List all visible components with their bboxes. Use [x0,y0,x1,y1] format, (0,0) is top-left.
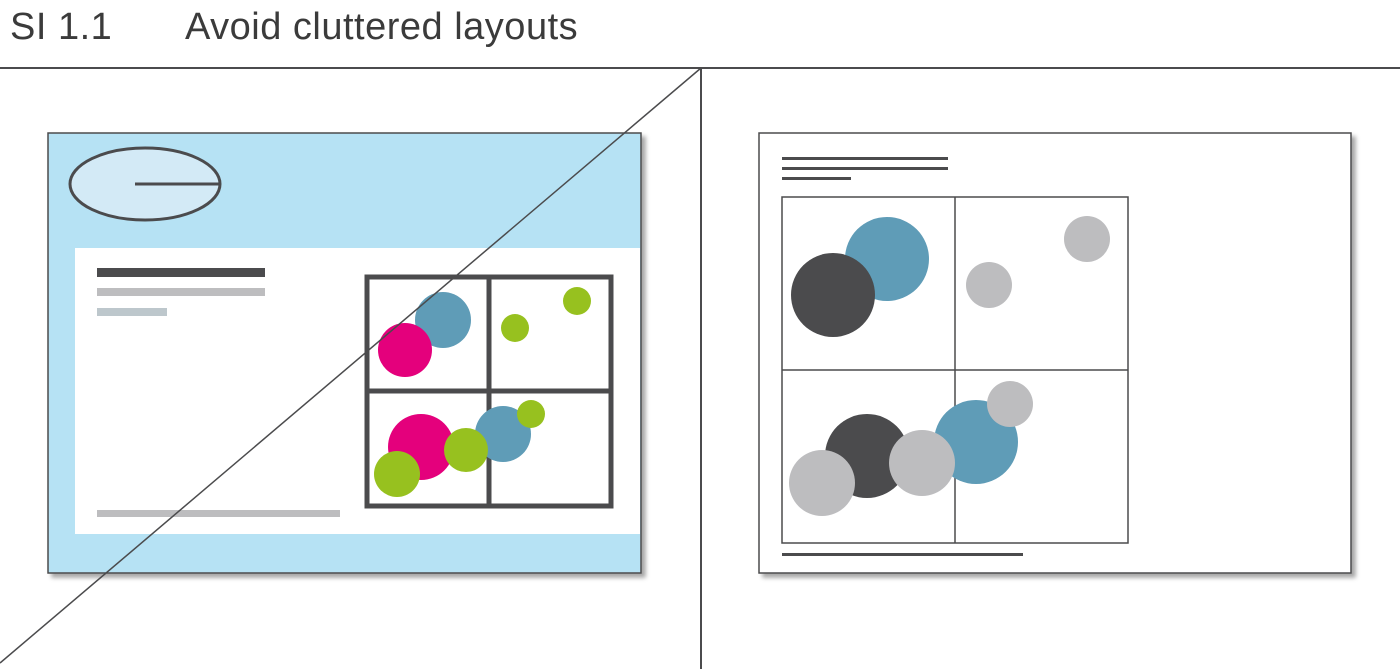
guideline-title: Avoid cluttered layouts [185,6,579,48]
circle-grey [966,262,1012,308]
circle-green [517,400,545,428]
clean-example [758,132,1352,574]
circle-green [444,428,488,472]
circle-green [501,314,529,342]
footer-placeholder [782,553,1023,556]
subtitle-short-placeholder [97,308,167,316]
title-placeholder [97,268,265,277]
circle-grey [987,381,1033,427]
circle-blue [475,406,531,462]
circle-magenta [378,323,432,377]
subtitle-placeholder [97,288,265,296]
circle-grey [789,450,855,516]
subtitle-short-placeholder [782,177,851,180]
guideline-code: SI 1.1 [10,6,113,48]
circle-grey [889,430,955,496]
circle-grey [1064,216,1110,262]
footer-placeholder [97,510,340,517]
strike-through-line [0,67,702,664]
title-placeholder [782,157,948,160]
circle-dark [791,253,875,337]
circle-green [563,287,591,315]
circle-green [374,451,420,497]
circle-blue [415,292,471,348]
header: SI 1.1 Avoid cluttered layouts [0,0,1400,68]
cluttered-example [47,132,642,574]
subtitle-placeholder [782,167,948,170]
